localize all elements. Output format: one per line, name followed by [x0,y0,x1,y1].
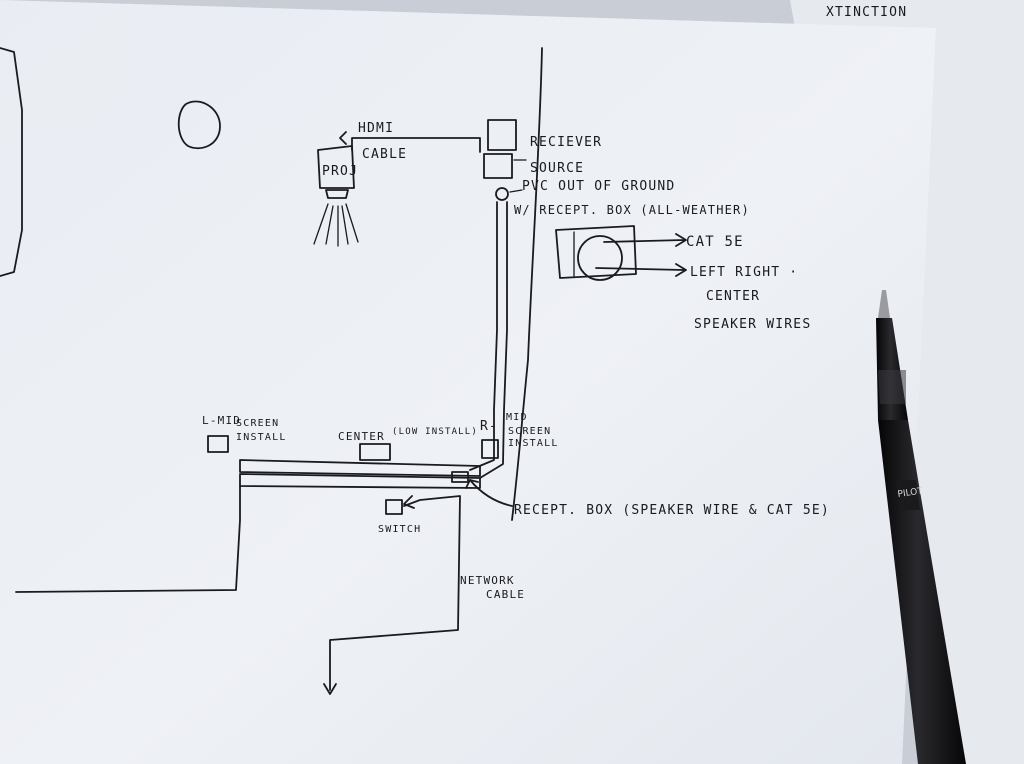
speaker-arrow-icon [595,263,687,277]
l-mid-screen-label: SCREEN [236,418,279,429]
paper-sheet [0,0,936,764]
switch-arrow-icon [403,495,415,509]
screen-housing [239,473,481,489]
left-cable-line [15,485,241,593]
projector-box [317,145,355,189]
speaker-wires-label: SPEAKER WIRES [694,317,811,332]
cable-label: CABLE [362,147,407,162]
projector-beam-icon [313,203,359,247]
network-arrow-down-icon [323,683,337,695]
r-mid-screen-label: SCREEN [508,426,551,437]
pvc-label: PVC OUT OF GROUND [522,179,675,194]
wall-line [511,47,543,521]
recept-speaker-arrow [469,479,513,507]
recept-box-circle [577,235,623,281]
pvc-pipe-icon [495,187,509,201]
background-text-top: XTINCTION [826,5,907,20]
projector-label: PROJ [322,164,358,179]
source-label: SOURCE [530,161,584,176]
low-install-label: (LOW INSTALL) [392,427,478,437]
l-mid-install-label: INSTALL [236,432,287,443]
recept-speaker-label: RECEPT. BOX (SPEAKER WIRE & CAT 5E) [514,503,830,518]
r-mid-speaker-box [481,439,499,459]
switch-box [385,499,403,515]
pen-brand-label: PILOT [897,486,924,500]
receiver-label: RECIEVER [530,135,602,150]
cat5e-arrow-icon [603,233,687,247]
recept-box-detail [555,225,637,279]
l-mid-label: L-MID [202,414,241,427]
recept-box-small [451,471,469,483]
center-box-label: CENTER [338,430,385,443]
recept-weather-label: W/ RECEPT. BOX (ALL-WEATHER) [514,203,750,217]
l-mid-speaker-box [207,435,229,453]
pvc-leader [509,189,523,193]
network-cable-line [329,495,461,691]
pilot-pen: PILOT [876,290,966,764]
screen-bar [239,459,481,477]
hdmi-label: HDMI [358,121,394,136]
center-speaker-box [359,443,391,461]
light-circle-icon [177,100,221,150]
projector-lens [325,189,349,199]
left-right-label: LEFT RIGHT · [690,265,798,280]
network-label: NETWORK [460,574,515,587]
recept-speaker-arrowhead-icon [465,479,479,489]
r-mid-r-label: R- [480,419,498,434]
conduit-left [469,201,498,471]
r-mid-install-label: INSTALL [508,438,559,449]
cat5e-label: CAT 5E [686,234,744,250]
network-cable-label: CABLE [486,588,525,601]
center-label: CENTER [706,289,760,304]
hdmi-cable-line [351,137,481,153]
hdmi-arrow-icon [339,131,347,145]
wall-outline [0,47,23,277]
source-box [483,153,513,179]
switch-label: SWITCH [378,524,421,535]
r-mid-label: MID [506,412,528,423]
conduit-right [479,201,508,479]
receiver-box [487,119,517,151]
